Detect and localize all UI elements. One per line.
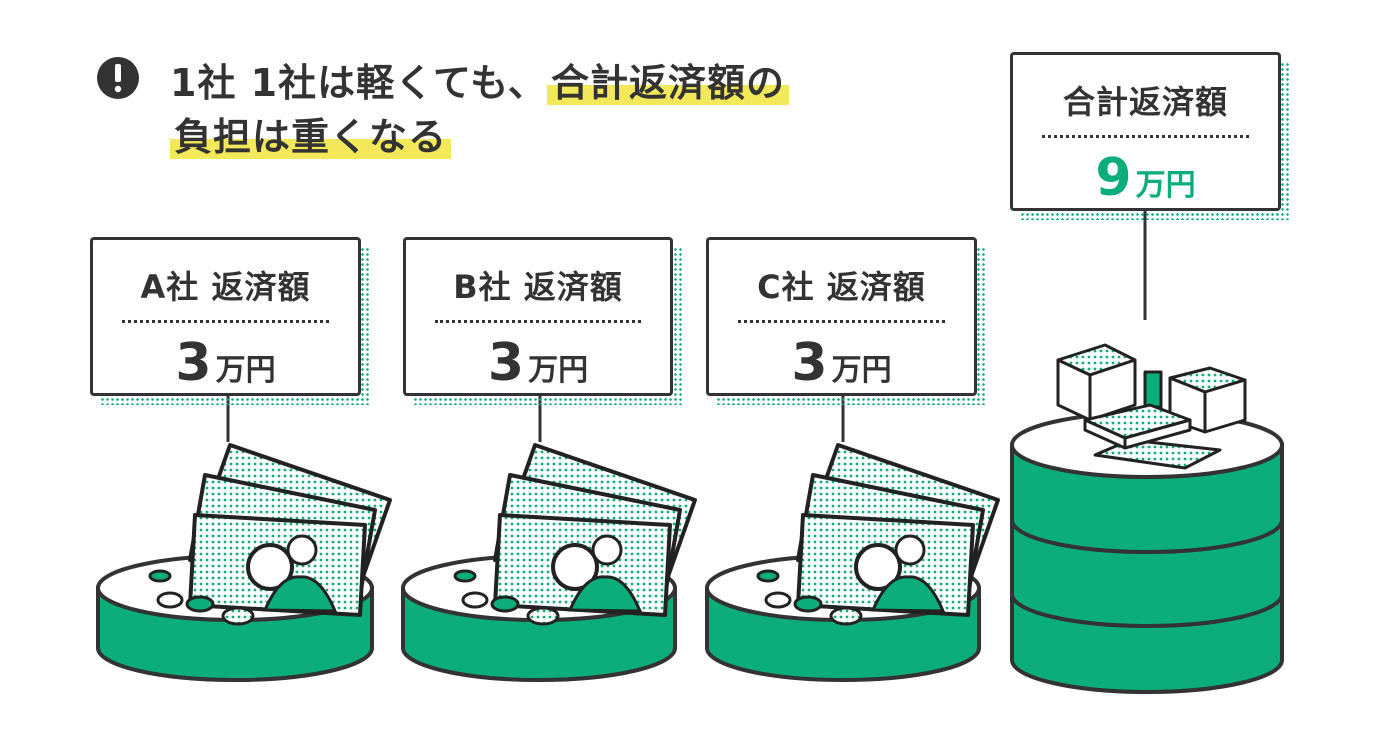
banknotes-icon (796, 443, 1000, 617)
money-bundles-icon (1056, 343, 1247, 470)
headline-plain: 1社 1社は軽くても、 (170, 61, 547, 105)
headline-highlight-1: 合計返済額の (546, 61, 789, 105)
total-amount: 9 (1095, 148, 1132, 208)
coin-stack-b (401, 443, 697, 682)
company-a-label: A社 返済額 (140, 268, 311, 306)
headline-highlight-2: 負担は重くなる (170, 115, 452, 159)
exclamation-circle-icon (97, 57, 139, 99)
headline-line-1: 1社 1社は軽くても、合計返済額の (170, 52, 789, 107)
coin-stack-c (705, 443, 1000, 682)
coin-stack-a (96, 443, 392, 682)
company-c-label: C社 返済額 (757, 268, 926, 306)
coin-stack-total (1010, 343, 1284, 694)
company-a-unit: 万円 (215, 353, 276, 388)
total-label: 合計返済額 (1062, 83, 1228, 121)
total-unit: 万円 (1135, 168, 1196, 203)
company-b-unit: 万円 (528, 353, 589, 388)
company-c-unit: 万円 (831, 353, 892, 388)
banknotes-icon (188, 443, 392, 617)
dotted-divider (1042, 135, 1249, 138)
dotted-divider (738, 320, 945, 323)
company-b-label: B社 返済額 (453, 268, 623, 306)
company-b-amount: 3 (487, 333, 525, 393)
headline-line-2: 負担は重くなる (170, 106, 452, 161)
company-a-amount: 3 (175, 333, 212, 393)
dotted-divider (435, 320, 641, 323)
dotted-divider (122, 320, 329, 323)
company-c-amount: 3 (791, 333, 828, 393)
banknotes-icon (493, 443, 697, 617)
